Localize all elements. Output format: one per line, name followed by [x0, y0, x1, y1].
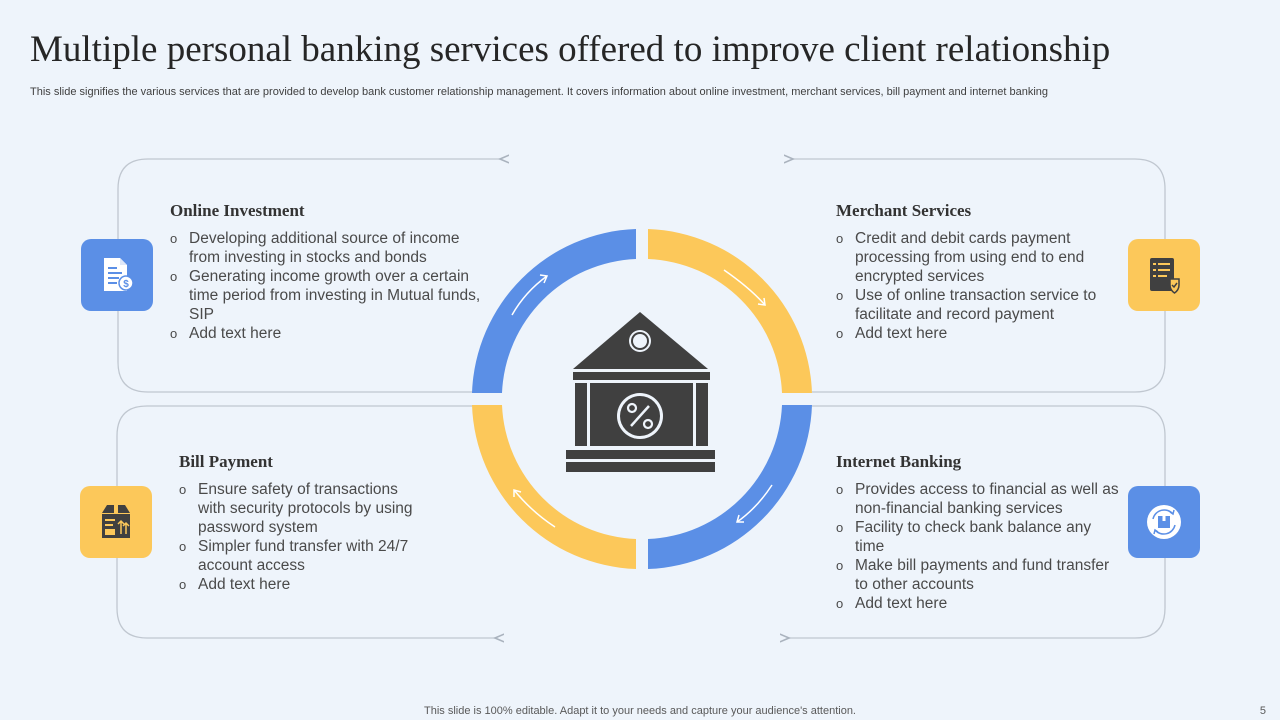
bill-payment-list: Ensure safety of transactions with secur… — [179, 480, 429, 594]
ring-segment-top-right — [648, 229, 812, 393]
list-item: Use of online transaction service to fac… — [836, 286, 1121, 324]
internet-banking-list: Provides access to financial as well as … — [836, 480, 1121, 613]
ring-segment-bottom-right — [648, 405, 812, 569]
svg-text:$: $ — [123, 279, 129, 290]
list-item: Ensure safety of transactions with secur… — [179, 480, 429, 537]
list-item: Simpler fund transfer with 24/7 account … — [179, 537, 429, 575]
merchant-services-tile — [1128, 239, 1200, 311]
bank-percent-icon — [566, 312, 715, 472]
list-item: Add text here — [836, 324, 1121, 343]
list-item: Generating income growth over a certain … — [170, 267, 485, 324]
ring-segment-bottom-left — [472, 405, 636, 569]
list-item: Developing additional source of income f… — [170, 229, 485, 267]
list-item: Add text here — [179, 575, 429, 594]
internet-banking-tile — [1128, 486, 1200, 558]
checklist-shield-icon — [1150, 258, 1180, 294]
slide-footer: This slide is 100% editable. Adapt it to… — [424, 705, 856, 717]
list-item: Provides access to financial as well as … — [836, 480, 1121, 518]
internet-banking-heading: Internet Banking — [836, 452, 962, 471]
list-item: Facility to check bank balance any time — [836, 518, 1121, 556]
merchant-services-heading: Merchant Services — [836, 201, 972, 220]
package-bill-icon — [102, 505, 130, 538]
bill-payment-tile — [80, 486, 152, 558]
online-investment-heading: Online Investment — [170, 201, 305, 220]
list-item: Make bill payments and fund transfer to … — [836, 556, 1121, 594]
online-investment-tile: $ — [81, 239, 153, 311]
list-item: Add text here — [836, 594, 1121, 613]
slide-subtitle: This slide signifies the various service… — [30, 86, 1049, 98]
list-item: Credit and debit cards payment processin… — [836, 229, 1121, 286]
list-item: Add text here — [170, 324, 485, 343]
merchant-services-list: Credit and debit cards payment processin… — [836, 229, 1121, 343]
refresh-box-icon — [1147, 505, 1181, 539]
ring-arrows — [511, 269, 773, 528]
ring-segment-top-left — [472, 229, 636, 393]
page-number: 5 — [1259, 705, 1266, 717]
slide-title: Multiple personal banking services offer… — [30, 29, 1111, 70]
bill-payment-heading: Bill Payment — [179, 452, 273, 471]
invoice-dollar-icon: $ — [104, 258, 134, 291]
online-investment-list: Developing additional source of income f… — [170, 229, 485, 343]
